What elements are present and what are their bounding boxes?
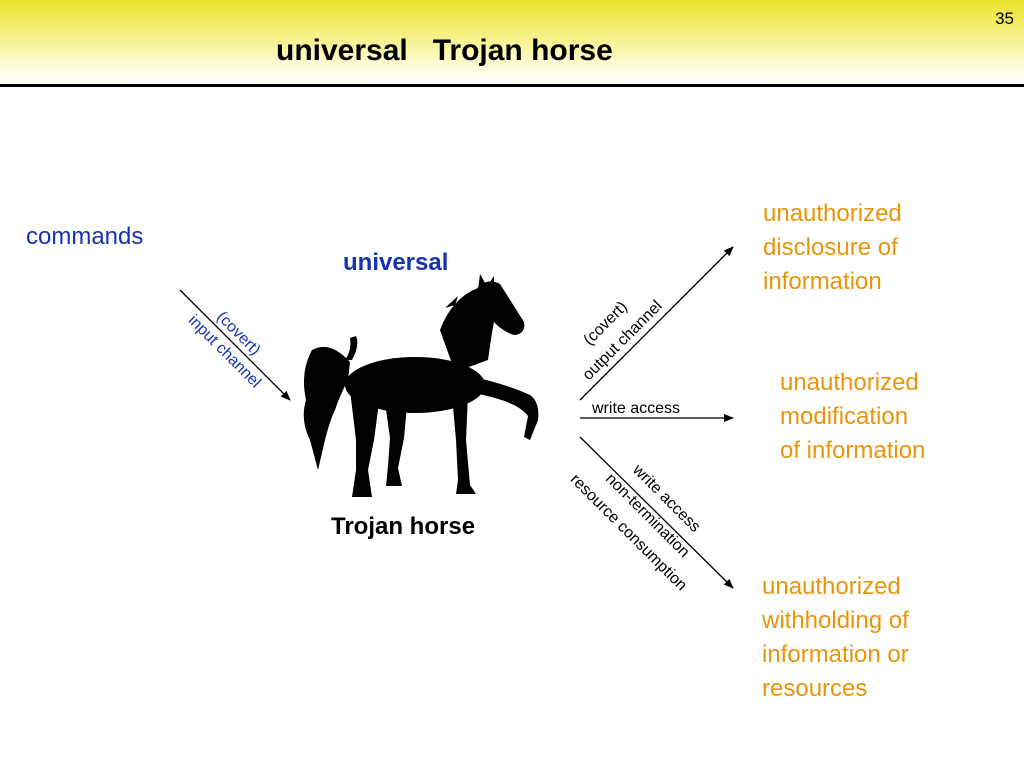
outcome-modification-line: of information [780,437,926,464]
universal-label: universal [343,249,449,276]
outcome-disclosure: unauthorized disclosure of information [763,197,902,299]
outcome-disclosure-line: unauthorized [763,200,902,227]
write-access-label: write access [592,400,681,417]
outcome-disclosure-line: disclosure of [763,234,898,261]
outcome-withholding-line: unauthorized [762,573,901,600]
header-rule [0,84,1024,87]
commands-label: commands [26,223,144,250]
slide-number: 35 [995,9,1014,28]
outcome-withholding-line: information or [762,641,909,668]
horse-silhouette-icon [303,274,539,497]
outcome-withholding: unauthorized withholding of information … [762,570,909,706]
outcome-withholding-line: resources [762,675,868,702]
outcome-modification-line: modification [780,403,909,430]
slide-title: universal Trojan horse [276,34,613,67]
outcome-modification: unauthorized modification of information [780,366,925,468]
outcome-disclosure-line: information [763,268,882,295]
outcome-withholding-line: withholding of [762,607,909,634]
input-channel-arrow [179,289,291,401]
trojan-horse-label: Trojan horse [331,513,476,540]
withholding-arrow [579,436,734,589]
output-channel-arrow [579,246,734,401]
header-band [0,0,1024,84]
outcome-modification-line: unauthorized [780,369,919,396]
